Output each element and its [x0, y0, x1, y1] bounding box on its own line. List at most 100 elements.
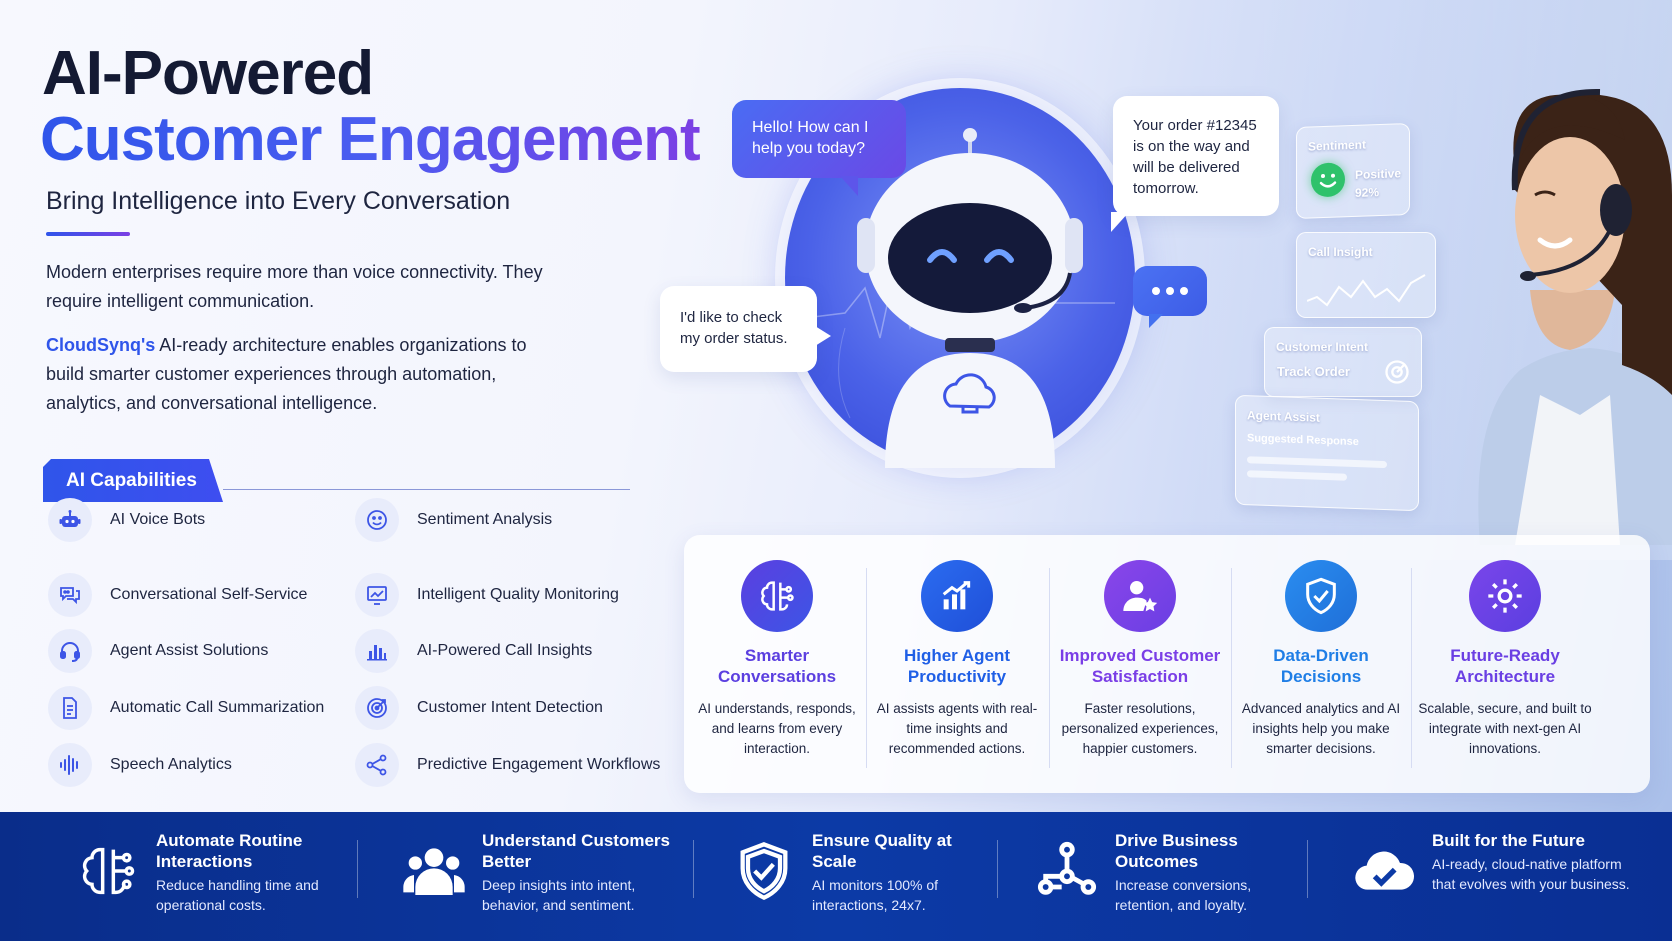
page-title-line2: Customer Engagement	[40, 105, 701, 174]
bottom-item-title: Built for the Future	[1432, 831, 1585, 850]
capability-item: Sentiment Analysis	[355, 498, 552, 542]
benefit-description: AI understands, responds, and learns fro…	[698, 701, 856, 756]
agent-assist-panel: Agent Assist Suggested Response	[1235, 394, 1419, 512]
monitor-chart-icon	[355, 573, 399, 617]
capability-label: Customer Intent Detection	[417, 699, 603, 716]
bottom-item-description: AI monitors 100% of interactions, 24x7.	[812, 877, 939, 913]
bottom-item-description: AI-ready, cloud-native platform that evo…	[1432, 856, 1630, 892]
benefit-divider	[1231, 568, 1232, 768]
capability-item: Customer Intent Detection	[355, 686, 603, 730]
benefit-smarter-conversations: Smarter Conversations AI understands, re…	[687, 560, 867, 759]
intro-paragraph-2: CloudSynq's AI-ready architecture enable…	[46, 331, 566, 418]
user-star-icon	[1104, 560, 1176, 632]
capability-item: AI-Powered Call Insights	[355, 629, 592, 673]
growth-chart-icon	[921, 560, 993, 632]
target-icon	[355, 686, 399, 730]
capability-label: Automatic Call Summarization	[110, 699, 325, 716]
agent-assist-title: Agent Assist	[1247, 408, 1320, 425]
bottom-item-title: Automate Routine Interactions	[156, 831, 303, 871]
sentiment-title: Sentiment	[1308, 137, 1367, 154]
capabilities-divider	[223, 489, 630, 490]
benefit-title: Future-Ready Architecture	[1450, 646, 1560, 686]
bottom-item: Drive Business Outcomes Increase convers…	[1031, 830, 1301, 930]
bottom-item-description: Deep insights into intent, behavior, and…	[482, 877, 636, 913]
customer-intent-panel: Customer Intent Track Order	[1264, 327, 1422, 397]
shield-check-icon	[1285, 560, 1357, 632]
benefit-higher-agent-productivity: Higher Agent Productivity AI assists age…	[867, 560, 1047, 759]
capability-label: Agent Assist Solutions	[110, 642, 269, 659]
capability-item: Predictive Engagement Workflows	[355, 743, 660, 787]
capability-item: Intelligent Quality Monitoring	[355, 573, 619, 617]
waveform-icon	[48, 743, 92, 787]
bot-reply-bubble: Your order #12345 is on the way and will…	[1111, 96, 1279, 232]
benefit-data-driven-decisions: Data-Driven Decisions Advanced analytics…	[1231, 560, 1411, 759]
headset-icon	[48, 629, 92, 673]
bottom-item: Automate Routine Interactions Reduce han…	[72, 830, 342, 930]
intro-paragraph-1: Modern enterprises require more than voi…	[46, 262, 543, 311]
intro-paragraph-2-text: AI-ready architecture enables organizati…	[46, 335, 527, 413]
call-insight-title: Call Insight	[1308, 245, 1373, 259]
brand-name: CloudSynq's	[46, 335, 156, 355]
capability-label: AI-Powered Call Insights	[417, 642, 593, 659]
target-icon	[1385, 360, 1409, 384]
bottom-item-description: Reduce handling time and operational cos…	[156, 877, 319, 913]
typing-indicator-icon	[1133, 266, 1207, 328]
gear-icon	[1469, 560, 1541, 632]
capability-label: Conversational Self-Service	[110, 586, 308, 603]
chat-icon	[48, 573, 92, 617]
benefit-title: Higher Agent Productivity	[903, 646, 1011, 686]
bot-greeting-bubble: Hello! How can I help you today?	[732, 100, 906, 196]
benefit-description: Scalable, secure, and built to integrate…	[1418, 701, 1592, 756]
customer-message-bubble: I'd like to check my order status.	[660, 286, 831, 372]
benefit-title: Improved Customer Satisfaction	[1059, 646, 1221, 686]
intent-title: Customer Intent	[1276, 340, 1369, 354]
workflow-icon	[355, 743, 399, 787]
network-icon	[1031, 835, 1103, 907]
call-insight-panel: Call Insight	[1296, 232, 1436, 318]
people-icon	[398, 835, 470, 907]
capability-label: Intelligent Quality Monitoring	[417, 586, 619, 603]
benefit-title: Smarter Conversations	[717, 646, 837, 686]
capability-item: Agent Assist Solutions	[48, 629, 268, 673]
agent-assist-subtitle: Suggested Response	[1247, 432, 1359, 449]
brain-icon	[741, 560, 813, 632]
benefit-improved-customer-satisfaction: Improved Customer Satisfaction Faster re…	[1050, 560, 1230, 759]
bottom-divider	[357, 840, 358, 898]
bottom-item: Understand Customers Better Deep insight…	[398, 830, 688, 930]
capability-label: AI Voice Bots	[110, 511, 206, 528]
capability-item: AI Voice Bots	[48, 498, 205, 542]
robot-icon	[48, 498, 92, 542]
bottom-divider	[997, 840, 998, 898]
page-subtitle: Bring Intelligence into Every Conversati…	[46, 187, 511, 215]
customer-agent-photo	[1478, 88, 1672, 545]
capability-label: Speech Analytics	[110, 756, 232, 773]
shield-check-icon	[728, 835, 800, 907]
page-title-line1: AI-Powered	[42, 39, 374, 108]
benefit-description: Advanced analytics and AI insights help …	[1241, 701, 1401, 756]
capabilities-heading: AI Capabilities	[43, 459, 223, 502]
bar-chart-icon	[355, 629, 399, 673]
capability-label: Sentiment Analysis	[417, 511, 553, 528]
waveform-chart-icon	[1307, 274, 1426, 307]
benefit-divider	[1411, 568, 1412, 768]
cloud-check-icon	[1348, 835, 1420, 907]
response-line	[1247, 456, 1387, 469]
bottom-item: Ensure Quality at Scale AI monitors 100%…	[728, 830, 988, 930]
document-icon	[48, 686, 92, 730]
benefit-description: Faster resolutions, personalized experie…	[1061, 701, 1219, 756]
bottom-item-title: Understand Customers Better	[482, 831, 670, 871]
smiley-icon	[1311, 162, 1345, 198]
smiley-icon	[355, 498, 399, 542]
ai-robot-illustration	[804, 128, 1115, 468]
bottom-divider	[1307, 840, 1308, 898]
brain-circuit-icon	[72, 835, 144, 907]
title-underline	[46, 232, 130, 236]
benefit-title: Data-Driven Decisions	[1273, 646, 1369, 686]
intent-value: Track Order	[1277, 364, 1350, 379]
capability-label: Predictive Engagement Workflows	[417, 756, 661, 773]
capability-item: Conversational Self-Service	[48, 573, 307, 617]
capability-item: Automatic Call Summarization	[48, 686, 324, 730]
capability-item: Speech Analytics	[48, 743, 232, 787]
